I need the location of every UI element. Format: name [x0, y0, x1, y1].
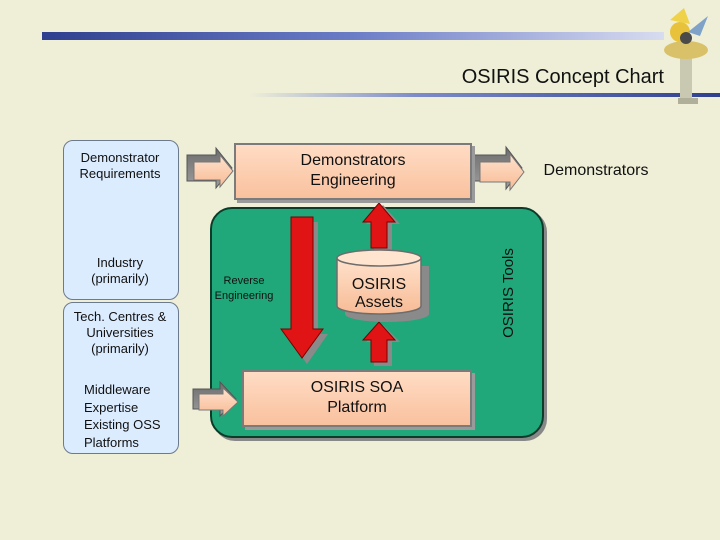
soa-platform-box: OSIRIS SOA Platform [242, 370, 472, 427]
reverse-engineering-label: Reverse Engineering [214, 275, 274, 302]
demonstrators-arrow [472, 145, 525, 192]
demonstrators-label: Demonstrators [543, 162, 649, 179]
tech-centres-label: Tech. Centres & Universities (primarily) [73, 309, 167, 356]
industry-label: Industry (primarily) [91, 255, 149, 286]
platform-to-assets-arrow [361, 321, 400, 366]
page-title: OSIRIS Concept Chart [461, 66, 664, 88]
requirements-arrow [186, 146, 234, 190]
reverse-engineering-arrow [280, 216, 328, 364]
header-bar [42, 32, 664, 40]
assets-to-engineering-arrow [361, 202, 400, 252]
requirements-label: Demonstrator Requirements [79, 150, 161, 181]
assets-label: OSIRIS Assets [351, 276, 407, 311]
osiris-tools-label: OSIRIS Tools [500, 248, 517, 338]
title-underline [250, 93, 720, 97]
decorative-figure-icon [664, 8, 708, 104]
platform-arrow [192, 380, 239, 418]
assets-cylinder [336, 249, 429, 322]
expertise-panel [63, 302, 179, 454]
engineering-box: Demonstrators Engineering [234, 143, 472, 200]
middleware-label: Middleware Expertise Existing OSS Platfo… [84, 382, 161, 450]
requirements-panel [63, 140, 179, 300]
